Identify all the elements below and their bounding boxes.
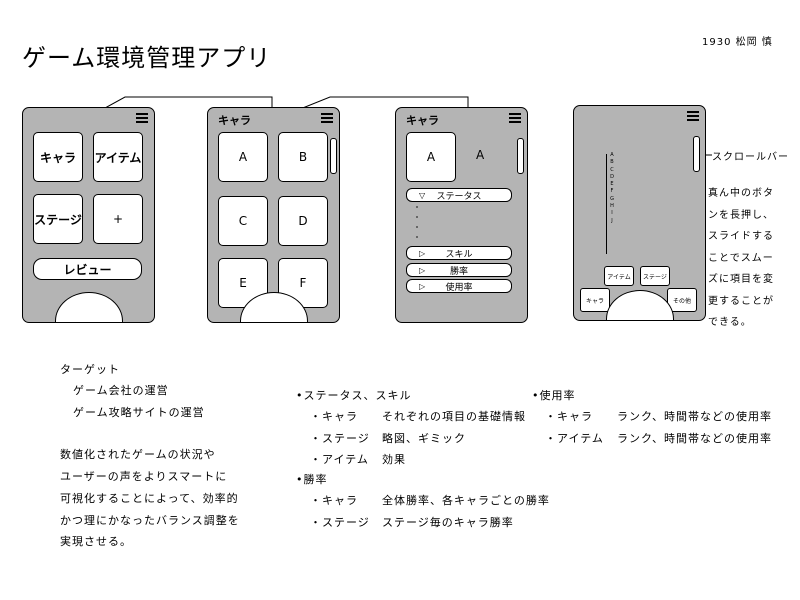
menu-icon[interactable] bbox=[687, 111, 699, 121]
feature-key: ・キャラ bbox=[310, 410, 358, 423]
placeholder-dot bbox=[416, 216, 418, 218]
page-title: ゲーム環境管理アプリ bbox=[22, 44, 272, 72]
scrollbar[interactable] bbox=[330, 138, 337, 174]
quick-other-button[interactable]: その他 bbox=[667, 288, 697, 312]
status-label: ステータス bbox=[436, 191, 482, 202]
placeholder-dot bbox=[416, 236, 418, 238]
usage-heading: •使用率 bbox=[532, 389, 576, 402]
desc-line: ズに項目を変 bbox=[708, 274, 774, 285]
add-button[interactable]: + bbox=[93, 194, 143, 244]
menu-icon[interactable] bbox=[321, 113, 333, 123]
screen-chara-detail: キャラ A A ▽ ステータス ▷ スキル ▷ 勝率 ▷ 使用率 bbox=[395, 107, 528, 323]
target-item: ゲーム攻略サイトの運営 bbox=[73, 406, 205, 419]
desc-line: できる。 bbox=[708, 317, 752, 328]
alpha-h[interactable]: H bbox=[610, 203, 614, 210]
triangle-right-icon: ▷ bbox=[419, 248, 426, 258]
placeholder-dot bbox=[416, 206, 418, 208]
summary-line: 数値化されたゲームの状況や bbox=[60, 448, 216, 461]
quick-menu-description: 真ん中のボタ ンを長押し、 スライドする ことでスムー ズに項目を変 更すること… bbox=[708, 183, 788, 334]
chara-button[interactable]: キャラ bbox=[33, 132, 83, 182]
home-button[interactable] bbox=[54, 292, 123, 322]
menu-icon[interactable] bbox=[136, 113, 148, 123]
quick-chara-button[interactable]: キャラ bbox=[580, 288, 610, 312]
desc-line: 更することが bbox=[708, 295, 774, 307]
triangle-right-icon: ▷ bbox=[419, 265, 426, 275]
chara-d-button[interactable]: D bbox=[278, 196, 328, 246]
feature-val: 略図、ギミック bbox=[382, 432, 466, 445]
skill-expander[interactable]: ▷ スキル bbox=[406, 246, 512, 260]
triangle-right-icon: ▷ bbox=[419, 281, 426, 291]
alpha-b[interactable]: B bbox=[610, 159, 614, 166]
skill-label: スキル bbox=[445, 249, 473, 260]
feature-key: ・キャラ bbox=[545, 410, 593, 423]
quick-stage-button[interactable]: ステージ bbox=[640, 266, 670, 286]
screen-title: キャラ bbox=[218, 114, 251, 127]
winrate-heading: •勝率 bbox=[296, 473, 328, 486]
desc-line: ンを長押し、 bbox=[708, 209, 774, 221]
feature-val: ステージ毎のキャラ勝率 bbox=[382, 516, 514, 529]
screen-title: キャラ bbox=[406, 114, 439, 127]
screen-main-menu: キャラ アイテム ステージ + レビュー bbox=[22, 107, 155, 323]
feature-val: 全体勝率、各キャラごとの勝率 bbox=[382, 494, 550, 507]
feature-key: ・アイテム bbox=[310, 453, 369, 466]
stage-button[interactable]: ステージ bbox=[33, 194, 83, 244]
summary-line: かつ理にかなったバランス調整を bbox=[60, 514, 240, 527]
winrate-expander[interactable]: ▷ 勝率 bbox=[406, 263, 512, 277]
summary-line: 可視化することによって、効率的 bbox=[60, 492, 239, 505]
feature-key: ・キャラ bbox=[310, 494, 358, 507]
chara-a-button[interactable]: A bbox=[406, 132, 456, 182]
author-label: 1930 松岡 慎 bbox=[702, 37, 773, 48]
feature-key: ・ステージ bbox=[310, 432, 370, 445]
winrate-label: 勝率 bbox=[449, 266, 468, 277]
quick-item-button[interactable]: アイテム bbox=[604, 266, 634, 286]
alpha-g[interactable]: G bbox=[610, 195, 614, 202]
feature-key: ・アイテム bbox=[545, 432, 604, 445]
usage-label: 使用率 bbox=[445, 282, 473, 293]
screen-chara-list: キャラ A B C D E F bbox=[207, 107, 340, 323]
scrollbar[interactable] bbox=[517, 138, 524, 174]
alpha-f[interactable]: F bbox=[610, 188, 614, 195]
chara-c-button[interactable]: C bbox=[218, 196, 268, 246]
feature-val: ランク、時間帯などの使用率 bbox=[617, 432, 773, 445]
menu-icon[interactable] bbox=[509, 113, 521, 123]
alpha-d[interactable]: D bbox=[610, 173, 614, 180]
alpha-a[interactable]: A bbox=[610, 152, 614, 158]
target-heading: ターゲット bbox=[60, 363, 120, 376]
chara-b-button[interactable]: B bbox=[278, 132, 328, 182]
scrollbar-label: スクロールバー bbox=[712, 152, 789, 163]
alpha-j[interactable]: J bbox=[611, 217, 613, 224]
alpha-e[interactable]: E bbox=[610, 181, 614, 188]
chara-a-button[interactable]: A bbox=[218, 132, 268, 182]
desc-line: ことでスムー bbox=[708, 252, 774, 264]
triangle-down-icon: ▽ bbox=[419, 190, 426, 200]
placeholder-dot bbox=[416, 226, 418, 228]
feature-val: ランク、時間帯などの使用率 bbox=[617, 410, 773, 423]
status-expander[interactable]: ▽ ステータス bbox=[406, 188, 512, 202]
feature-val: 効果 bbox=[382, 453, 406, 466]
summary-line: ユーザーの声をよりスマートに bbox=[60, 470, 228, 483]
desc-line: スライドする bbox=[708, 231, 774, 242]
review-button[interactable]: レビュー bbox=[33, 258, 142, 280]
usage-expander[interactable]: ▷ 使用率 bbox=[406, 279, 512, 293]
item-button[interactable]: アイテム bbox=[93, 132, 143, 182]
feature-val: それぞれの項目の基礎情報 bbox=[382, 410, 526, 423]
screen-quick-menu: A B C D E F G H I J アイテム ステージ キャラ その他 bbox=[573, 105, 706, 321]
desc-line: 真ん中のボタ bbox=[708, 188, 774, 199]
alpha-c[interactable]: C bbox=[610, 166, 614, 173]
status-skill-heading: •ステータス、スキル bbox=[296, 389, 412, 402]
alpha-i[interactable]: I bbox=[611, 210, 613, 217]
scrollbar[interactable] bbox=[693, 136, 700, 172]
target-item: ゲーム会社の運営 bbox=[73, 384, 169, 397]
home-button[interactable] bbox=[605, 290, 674, 320]
alphabet-index[interactable]: A B C D E F G H I J bbox=[608, 152, 616, 225]
feature-key: ・ステージ bbox=[310, 516, 370, 529]
index-line bbox=[606, 154, 607, 254]
chara-name: A bbox=[476, 148, 485, 162]
summary-line: 実現させる。 bbox=[60, 535, 132, 548]
